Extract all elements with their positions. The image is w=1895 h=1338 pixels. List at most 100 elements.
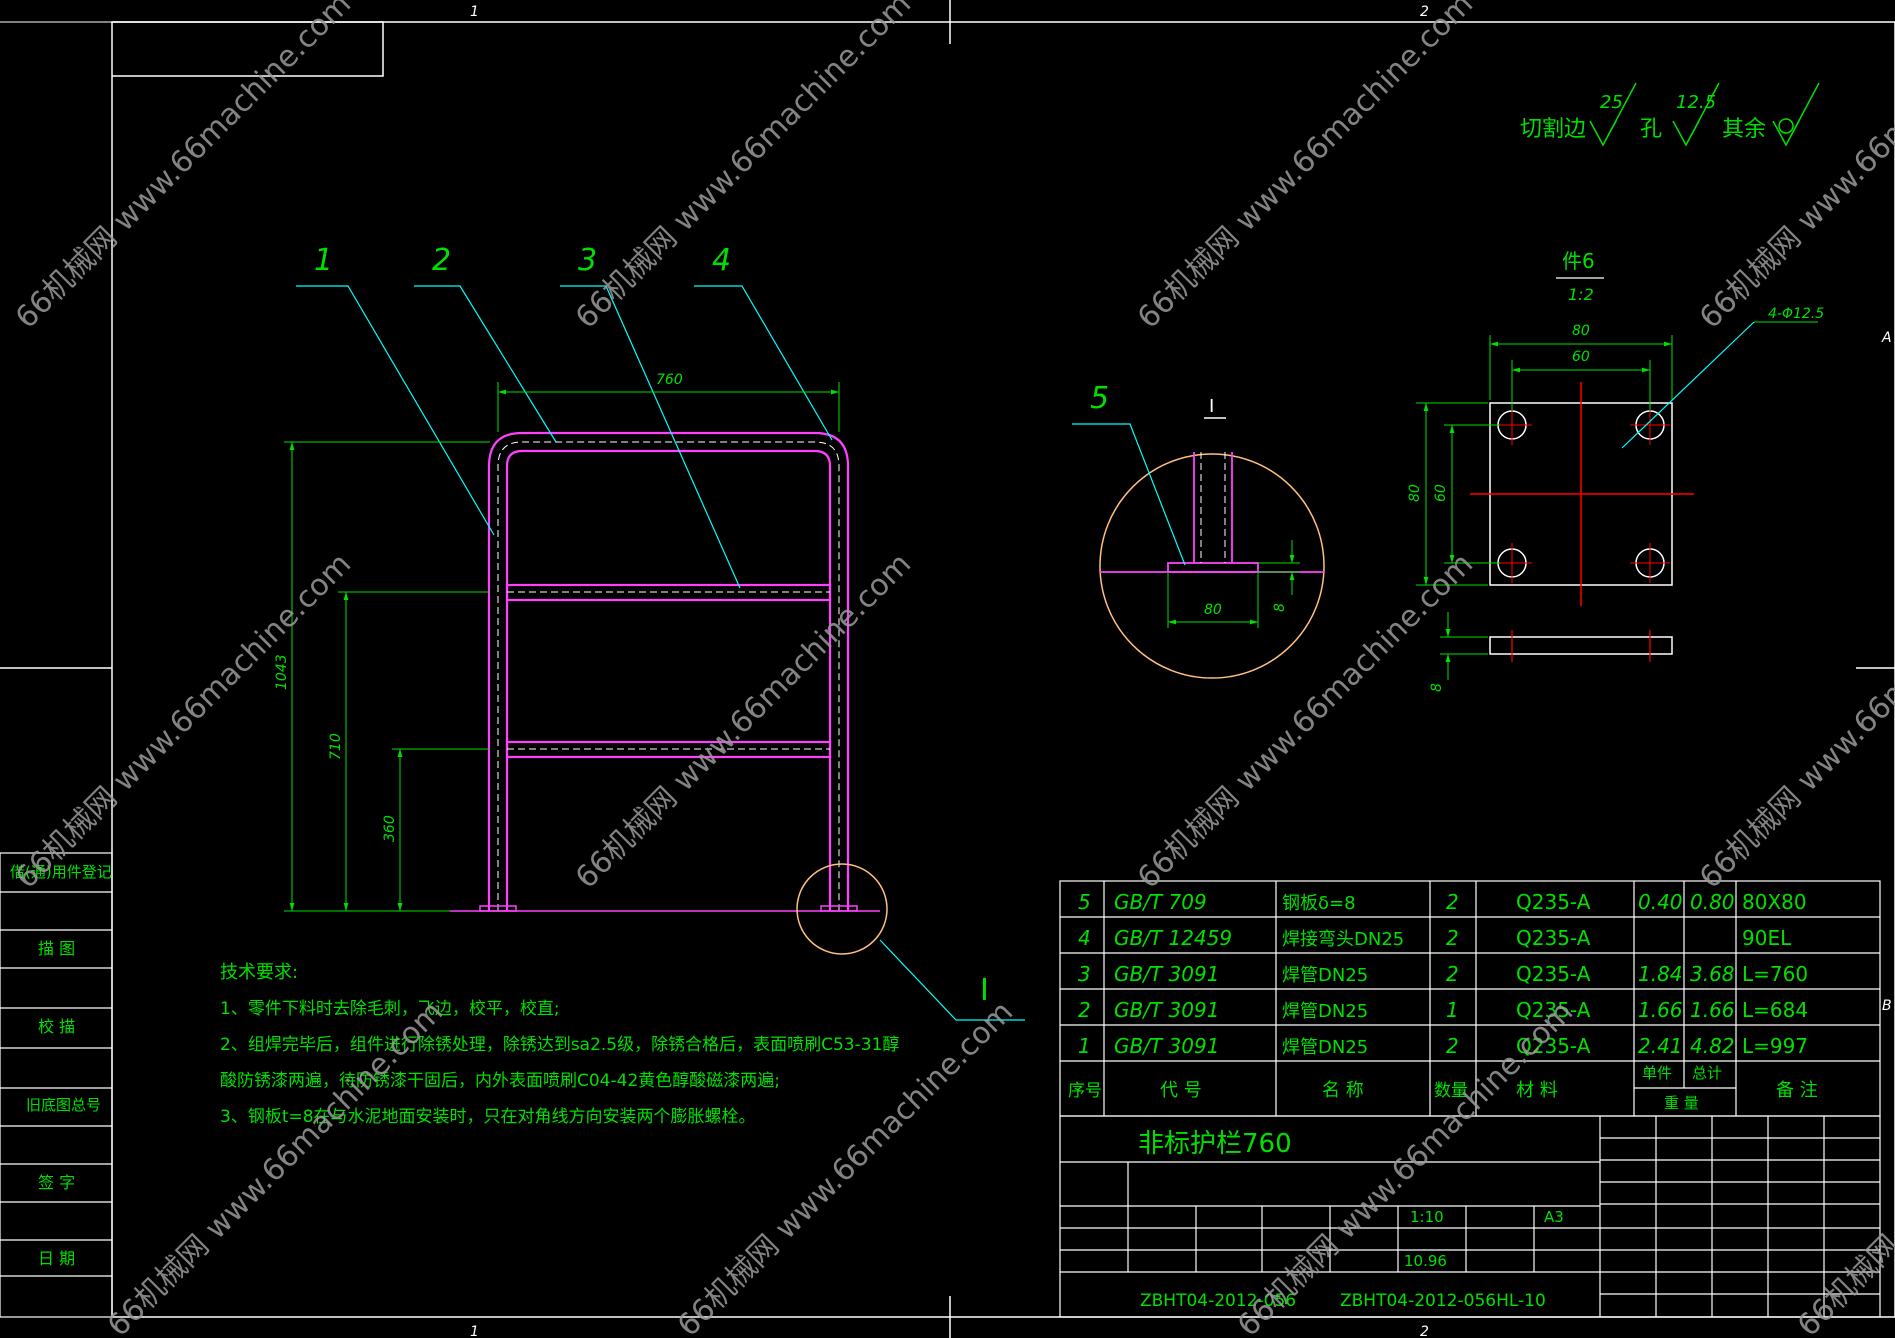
bom-header-code: 代 号 bbox=[1160, 1080, 1202, 1101]
bom-cell-note: L=997 bbox=[1742, 1034, 1808, 1058]
bom-cell-code: GB/T 3091 bbox=[1114, 998, 1219, 1022]
drawing-title: 非标护栏760 bbox=[1138, 1129, 1292, 1159]
bom-header-seq: 序号 bbox=[1068, 1081, 1102, 1101]
tech-req-line1: 1、零件下料时去除毛刺，飞边，校平，校直; bbox=[220, 999, 560, 1019]
bom-cell-code: GB/T 12459 bbox=[1114, 926, 1232, 950]
bom-cell-material: Q235-A bbox=[1516, 998, 1591, 1022]
bom-rows: 5 GB/T 709 钢板δ=8 2 Q235-A 0.40 0.80 80X8… bbox=[1068, 890, 1818, 1112]
tech-req-line4: 3、钢板t=8在与水泥地面安装时，只在对角线方向安装两个膨胀螺栓。 bbox=[220, 1107, 756, 1127]
bom-cell-seq: 1 bbox=[1078, 1034, 1091, 1058]
dim-plate-hole-span-y: 60 bbox=[1433, 484, 1449, 502]
dim-detail-plate-width: 80 bbox=[1204, 602, 1222, 618]
balloon-5: 5 bbox=[1090, 381, 1109, 416]
bom-cell-total-weight: 4.82 bbox=[1690, 1034, 1735, 1058]
watermark-text: 66机械网 www.66machine.com bbox=[569, 0, 918, 336]
dim-holes-callout: 4-Φ12.5 bbox=[1768, 306, 1824, 322]
bom-row: 5 GB/T 709 钢板δ=8 2 Q235-A 0.40 0.80 80X8… bbox=[1078, 890, 1807, 914]
watermark-text: 66机械网 www.66machine.com bbox=[1131, 546, 1480, 895]
dim-height-mid: 710 bbox=[328, 733, 344, 760]
dim-plate-width: 80 bbox=[1572, 323, 1590, 339]
strip-label-check: 校 描 bbox=[38, 1017, 75, 1036]
bom-cell-unit-weight: 2.41 bbox=[1638, 1034, 1683, 1058]
balloon-leaders bbox=[296, 285, 1025, 1021]
bom-cell-seq: 3 bbox=[1078, 962, 1091, 986]
dim-detail-plate-thick: 8 bbox=[1272, 603, 1288, 612]
zone-label-bottom-1: 1 bbox=[470, 1324, 479, 1338]
strip-label-sign: 签 字 bbox=[38, 1173, 75, 1192]
balloon-2: 2 bbox=[432, 243, 451, 278]
title-weight: 10.96 bbox=[1404, 1252, 1447, 1270]
bom-header-unit: 单件 bbox=[1642, 1064, 1672, 1082]
bom-cell-qty: 2 bbox=[1446, 926, 1459, 950]
bom-cell-seq: 2 bbox=[1078, 998, 1091, 1022]
dim-plate-thickness: 8 bbox=[1429, 683, 1445, 692]
roughness-hole-value: 12.5 bbox=[1676, 92, 1716, 113]
detail-view-title: I bbox=[1209, 396, 1214, 417]
zone-label-bottom-2: 2 bbox=[1420, 1324, 1429, 1338]
dim-height-total: 1043 bbox=[274, 654, 290, 690]
bom-cell-seq: 4 bbox=[1078, 926, 1091, 950]
roughness-cut-edge-value: 25 bbox=[1600, 92, 1623, 113]
bom-cell-name: 钢板δ=8 bbox=[1282, 893, 1356, 914]
title-drawing-number-2: ZBHT04-2012-056HL-10 bbox=[1340, 1291, 1546, 1311]
bom-cell-total-weight: 1.66 bbox=[1690, 998, 1735, 1022]
base-plate-right bbox=[820, 905, 858, 912]
bom-cell-code: GB/T 3091 bbox=[1114, 1034, 1219, 1058]
detail-view-I bbox=[1072, 417, 1325, 679]
dim-plate-height: 80 bbox=[1407, 484, 1423, 502]
tech-req-line3: 酸防锈漆两遍，待防锈漆干固后，内外表面喷刷C04-42黄色醇酸磁漆两遍; bbox=[220, 1071, 780, 1091]
dimension-lines-main bbox=[284, 382, 840, 912]
zone-label-top-2: 2 bbox=[1420, 4, 1429, 20]
bom-cell-seq: 5 bbox=[1078, 890, 1091, 914]
technical-requirements: 技术要求: 1、零件下料时去除毛刺，飞边，校平，校直; 2、组焊完毕后，组件进行… bbox=[220, 962, 899, 1127]
balloon-3: 3 bbox=[578, 243, 597, 278]
pipe-frame-inner bbox=[505, 449, 832, 911]
bom-row: 2 GB/T 3091 焊管DN25 1 Q235-A 1.66 1.66 L=… bbox=[1078, 998, 1808, 1022]
dim-plate-hole-span-x: 60 bbox=[1572, 349, 1590, 365]
bom-header-row: 序号 代 号 名 称 数量 材 料 单件 总计 重 量 备 注 bbox=[1068, 1064, 1818, 1112]
pipe-frame-outer bbox=[487, 431, 850, 911]
bom-cell-unit-weight: 0.40 bbox=[1638, 890, 1683, 914]
bom-cell-code: GB/T 709 bbox=[1114, 890, 1207, 914]
bom-header-note: 备 注 bbox=[1776, 1080, 1818, 1101]
bom-cell-material: Q235-A bbox=[1516, 926, 1591, 950]
bom-cell-unit-weight: 1.84 bbox=[1638, 962, 1683, 986]
bom-cell-code: GB/T 3091 bbox=[1114, 962, 1219, 986]
watermark-text: 66机械网 www.66machine.com bbox=[569, 546, 918, 895]
zone-label-right-b: B bbox=[1882, 998, 1892, 1014]
dim-height-low: 360 bbox=[382, 815, 398, 842]
watermark-text: 66机械网 www.66machine.com bbox=[9, 546, 358, 895]
watermark-text: 66机械网 www.66machine.com bbox=[9, 0, 358, 336]
zone-label-right-a: A bbox=[1881, 330, 1892, 346]
balloon-4: 4 bbox=[712, 243, 731, 278]
title-drawing-number: ZBHT04-2012-056 bbox=[1140, 1291, 1296, 1311]
tech-req-line2: 2、组焊完毕后，组件进行除锈处理，除锈达到sa2.5级，除锈合格后，表面喷刷C5… bbox=[220, 1035, 899, 1055]
detail-marker-I: I bbox=[980, 973, 989, 1008]
strip-label-old-number: 旧底图总号 bbox=[26, 1096, 101, 1114]
bom-cell-qty: 1 bbox=[1446, 998, 1459, 1022]
bom-cell-total-weight: 3.68 bbox=[1690, 962, 1735, 986]
roughness-other-label: 其余 bbox=[1722, 117, 1766, 142]
bom-cell-name: 焊接弯头DN25 bbox=[1282, 929, 1404, 950]
bom-header-material: 材 料 bbox=[1516, 1080, 1558, 1101]
balloon-1: 1 bbox=[314, 243, 333, 278]
watermark-text: 66机械网 www.66machine.com bbox=[1131, 0, 1480, 336]
bom-cell-material: Q235-A bbox=[1516, 1034, 1591, 1058]
left-revision-strip bbox=[0, 852, 113, 1318]
bom-cell-note: L=760 bbox=[1742, 962, 1808, 986]
bom-cell-name: 焊管DN25 bbox=[1282, 965, 1368, 986]
title-block-grid bbox=[1059, 1115, 1881, 1318]
title-scale: 1:10 bbox=[1410, 1208, 1444, 1226]
bom-row: 3 GB/T 3091 焊管DN25 2 Q235-A 1.84 3.68 L=… bbox=[1078, 962, 1808, 986]
zone-label-top-1: 1 bbox=[470, 4, 479, 20]
bom-header-total: 总计 bbox=[1692, 1064, 1722, 1082]
bom-cell-qty: 2 bbox=[1446, 1034, 1459, 1058]
bom-row: 4 GB/T 12459 焊接弯头DN25 2 Q235-A 90EL bbox=[1078, 926, 1792, 950]
title-paper-size: A3 bbox=[1544, 1208, 1564, 1226]
roughness-cut-edge-label: 切割边 bbox=[1520, 117, 1586, 142]
roughness-hole-label: 孔 bbox=[1640, 117, 1662, 142]
bom-cell-qty: 2 bbox=[1446, 962, 1459, 986]
bom-cell-name: 焊管DN25 bbox=[1282, 1001, 1368, 1022]
